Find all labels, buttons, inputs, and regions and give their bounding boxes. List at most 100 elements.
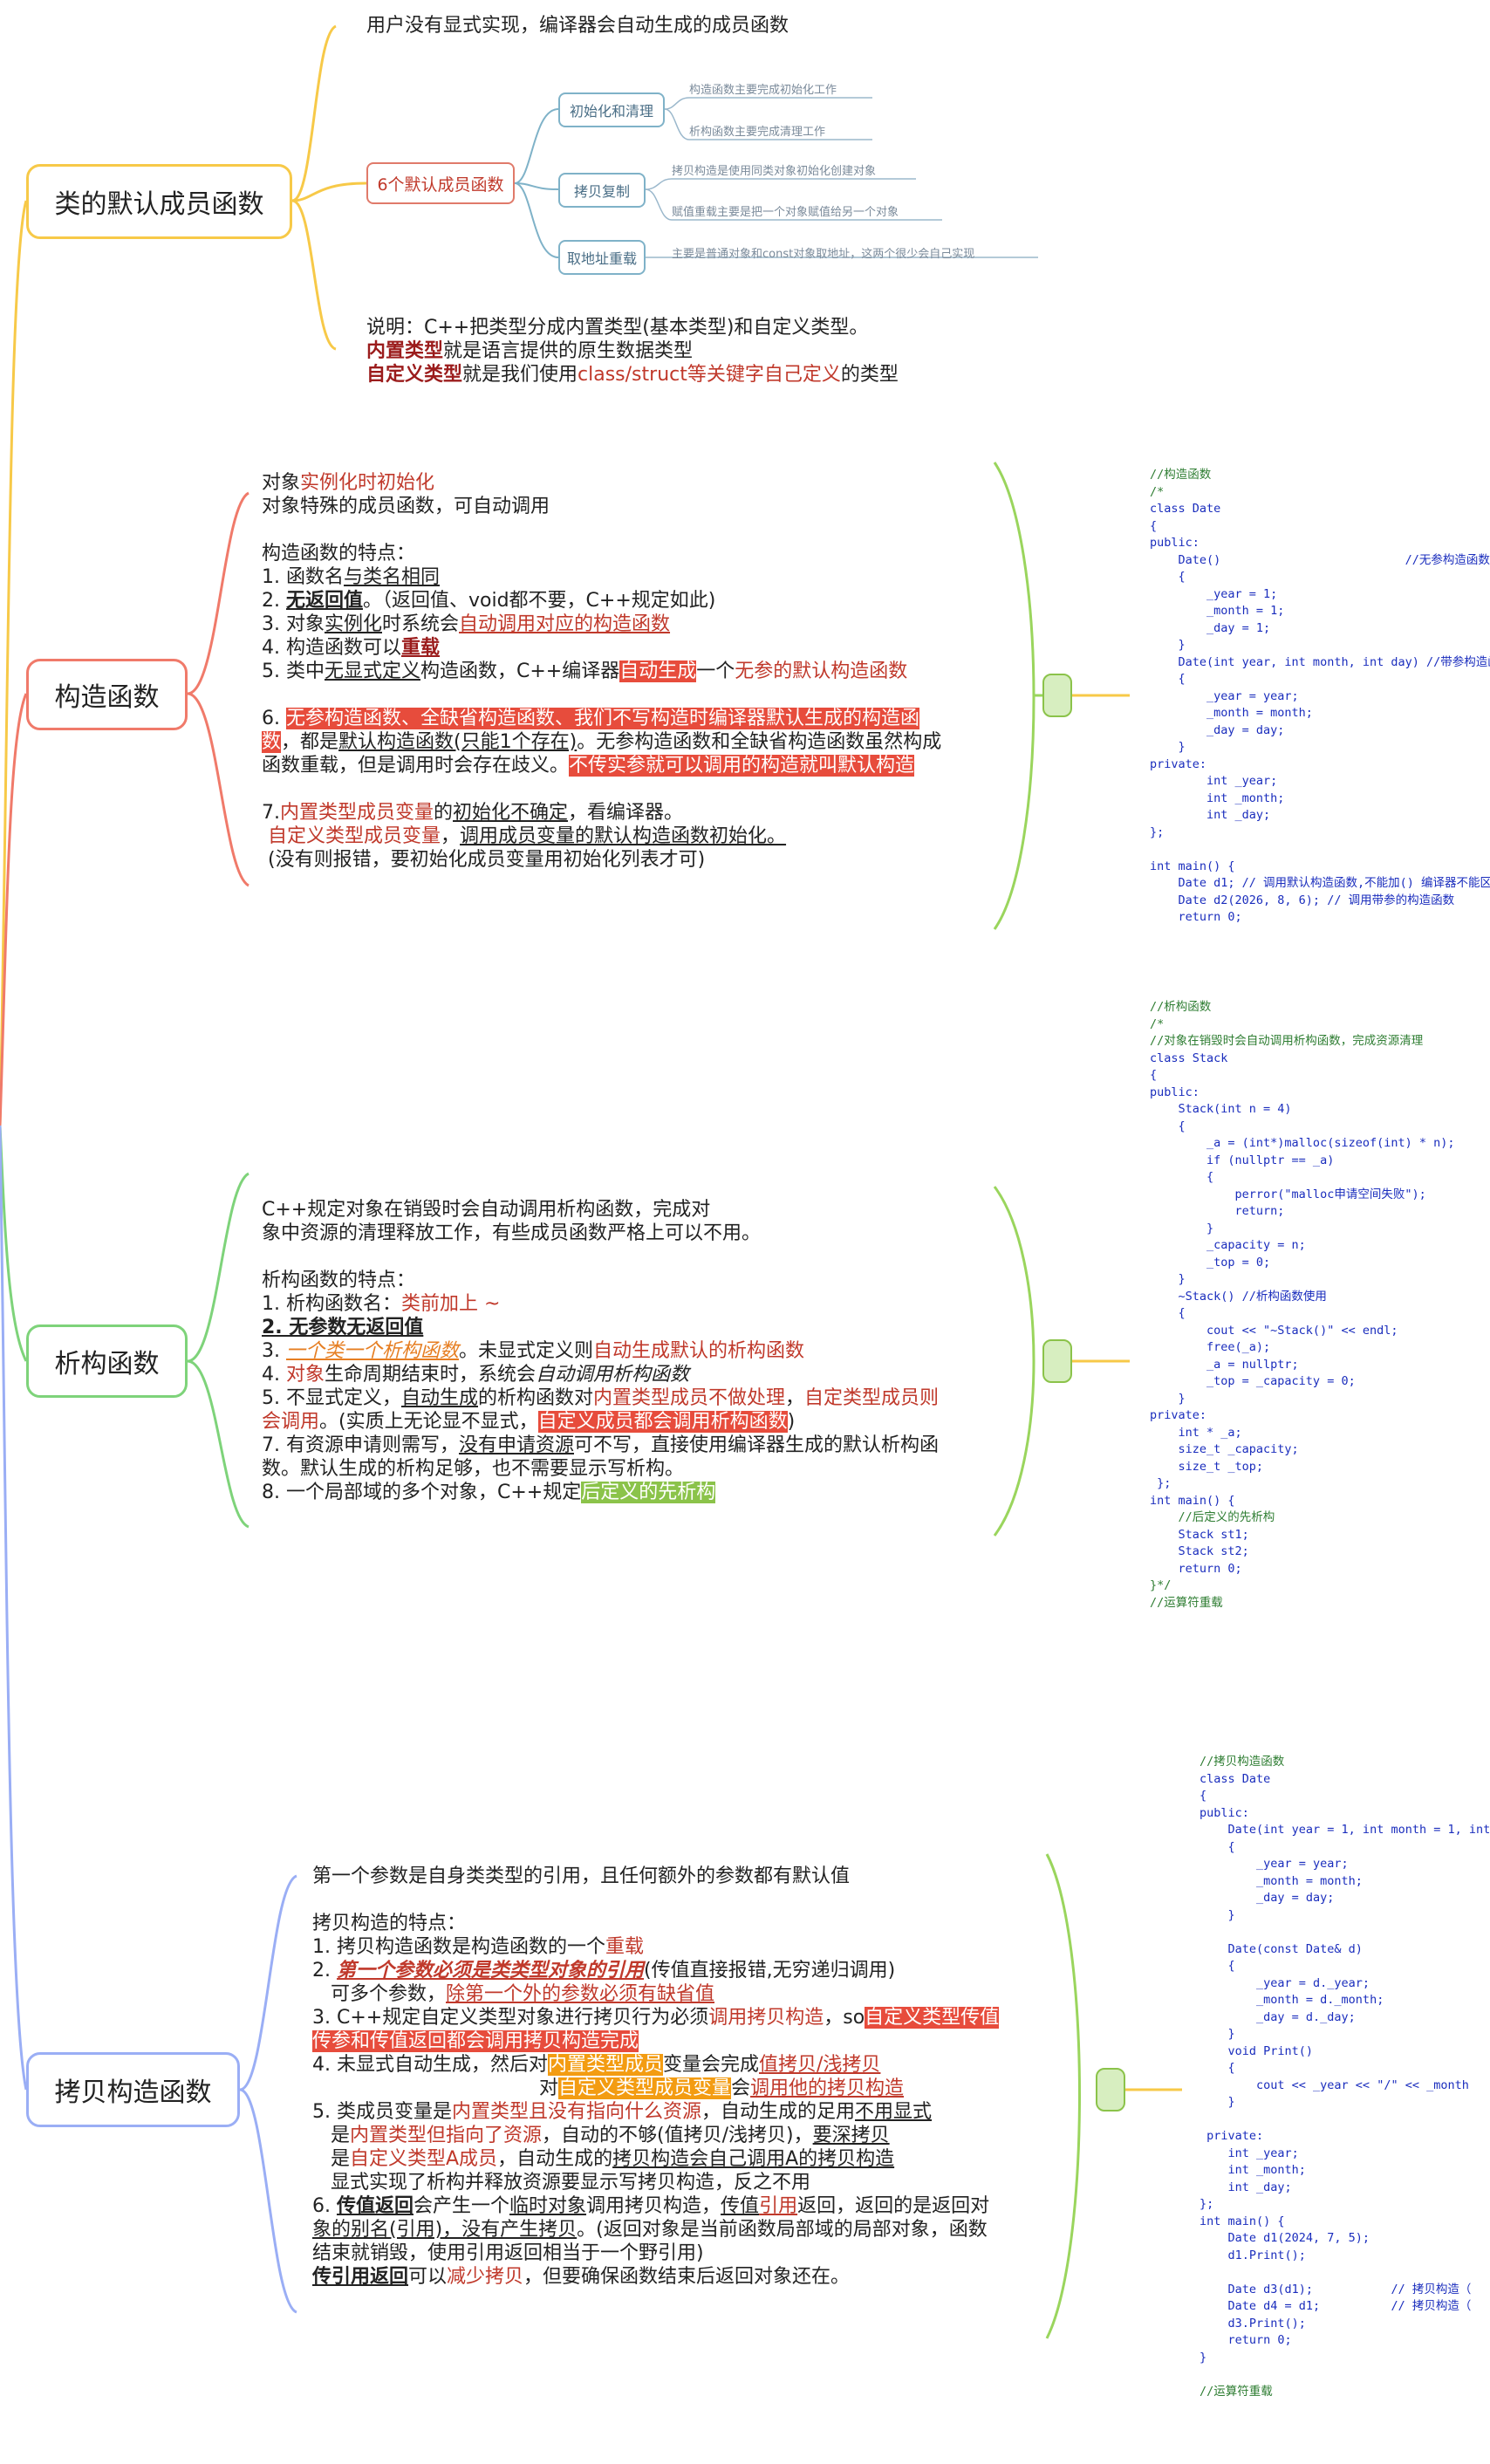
code-line: int _day;: [1200, 2180, 1292, 2194]
code-line: _month = d._month;: [1200, 1993, 1384, 2007]
code-line: {: [1150, 1068, 1158, 1082]
code-toggle-constructor[interactable]: [1042, 674, 1072, 717]
code-line: Date(int year, int month, int day) //带参构…: [1150, 654, 1490, 669]
code-line: _month = month;: [1200, 1873, 1363, 1888]
code-line: Date d4 = d1; // 拷贝构造（: [1200, 2299, 1472, 2313]
code-line: cout << _year << "/" << _month: [1200, 2077, 1469, 2092]
code-line: return 0;: [1150, 1561, 1242, 1576]
code-line: size_t _capacity;: [1150, 1442, 1299, 1456]
node-address-overload[interactable]: 取地址重载: [558, 240, 646, 275]
code-line: _a = nullptr;: [1150, 1357, 1299, 1372]
code-line: Date d1; // 调用默认构造函数,不能加() 编译器不能区分: [1150, 876, 1490, 890]
constructor-code-block: //构造函数/*class Date{public: Date() //无参构造…: [1150, 467, 1490, 929]
code-line: [1200, 1924, 1490, 1941]
topic-copy-constructor[interactable]: 拷贝构造函数: [26, 2052, 240, 2127]
code-line: //运算符重载: [1150, 1595, 1223, 1610]
code-line: int main() {: [1200, 2214, 1285, 2228]
leaf-assignment-overload: 赋值重载主要是把一个对象赋值给另一个对象: [672, 206, 899, 219]
code-line: class Stack: [1150, 1051, 1228, 1065]
code-line: private:: [1150, 756, 1207, 771]
code-line: _day = d._day;: [1200, 2009, 1356, 2024]
topic-default-member-functions[interactable]: 类的默认成员函数: [26, 164, 292, 239]
code-line: _top = 0;: [1150, 1255, 1271, 1270]
code-line: Stack st2;: [1150, 1544, 1249, 1558]
code-line: int _year;: [1150, 774, 1278, 788]
code-line: {: [1150, 570, 1186, 584]
code-line: private:: [1200, 2129, 1264, 2143]
code-line: {: [1150, 1119, 1186, 1133]
note-line1: 说明：C++把类型分成内置类型(基本类型)和自定义类型。: [366, 317, 869, 339]
code-line: {: [1200, 1839, 1235, 1854]
code-line: int _year;: [1200, 2146, 1299, 2160]
code-line: return 0;: [1150, 910, 1242, 924]
code-toggle-destructor[interactable]: [1042, 1339, 1072, 1383]
code-line: _day = day;: [1200, 1891, 1335, 1905]
code-line: void Print(): [1200, 2043, 1314, 2058]
topic-constructor[interactable]: 构造函数: [26, 659, 188, 730]
code-line: _day = day;: [1150, 722, 1285, 737]
code-line: if (nullptr == _a): [1150, 1153, 1335, 1167]
leaf-constructor-init: 构造函数主要完成初始化工作: [689, 84, 837, 97]
code-line: public:: [1150, 1085, 1200, 1099]
node-init-cleanup[interactable]: 初始化和清理: [558, 92, 665, 127]
code-line: Stack(int n = 4): [1150, 1102, 1292, 1116]
code-line: d3.Print();: [1200, 2316, 1306, 2331]
code-line: Date(const Date& d): [1200, 1941, 1363, 1956]
topic-destructor[interactable]: 析构函数: [26, 1324, 188, 1398]
code-line: _year = year;: [1200, 1857, 1349, 1871]
code-line: }: [1200, 2350, 1207, 2365]
code-line: Date(int year = 1, int month = 1, int: [1200, 1823, 1490, 1837]
code-line: int _month;: [1200, 2163, 1306, 2177]
code-line: _year = 1;: [1150, 586, 1278, 601]
constructor-notes: 对象实例化时初始化 对象特殊的成员函数，可自动调用 构造函数的特点： 1. 函数…: [262, 472, 942, 871]
code-line: public:: [1200, 1805, 1249, 1820]
section1-note: 说明：C++把类型分成内置类型(基本类型)和自定义类型。 内置类型就是语言提供的…: [366, 317, 899, 386]
code-line: {: [1150, 518, 1158, 533]
node-copy[interactable]: 拷贝复制: [558, 173, 646, 208]
code-line: Stack st1;: [1150, 1527, 1249, 1542]
code-line: perror("malloc申请空间失败");: [1150, 1187, 1426, 1201]
code-line: _top = _capacity = 0;: [1150, 1374, 1356, 1388]
code-line: }*/: [1150, 1578, 1172, 1592]
code-line: _a = (int*)malloc(sizeof(int) * n);: [1150, 1136, 1455, 1150]
code-line: Date d2(2026, 8, 6); // 调用带参的构造函数: [1150, 893, 1455, 907]
code-line: Date d1(2024, 7, 5);: [1200, 2231, 1370, 2245]
code-line: }: [1150, 1391, 1186, 1406]
code-line: }: [1200, 2095, 1235, 2109]
code-line: class Date: [1150, 502, 1221, 516]
code-line: //运算符重载: [1200, 2384, 1273, 2399]
code-line: [1200, 2366, 1490, 2384]
code-line: _capacity = n;: [1150, 1238, 1306, 1252]
node-six-default-functions[interactable]: 6个默认成员函数: [366, 162, 515, 204]
code-line: }: [1150, 740, 1186, 754]
destructor-notes: C++规定对象在销毁时会自动调用析构函数，完成对 象中资源的清理释放工作，有些成…: [262, 1199, 940, 1503]
code-line: }: [1150, 638, 1186, 652]
code-line: //构造函数: [1150, 468, 1212, 482]
code-line: }: [1150, 1272, 1186, 1286]
code-line: };: [1200, 2197, 1214, 2211]
code-line: }: [1200, 2027, 1235, 2041]
code-line: int main() {: [1150, 859, 1235, 873]
code-line: _year = d._year;: [1200, 1975, 1370, 1990]
code-line: ~Stack() //析构函数使用: [1150, 1289, 1327, 1304]
code-line: int * _a;: [1150, 1425, 1242, 1440]
code-line: //后定义的先析构: [1150, 1510, 1275, 1524]
code-line: size_t _top;: [1150, 1459, 1264, 1474]
code-line: _month = month;: [1150, 706, 1313, 720]
code-line: _month = 1;: [1150, 604, 1285, 618]
code-line: {: [1200, 2061, 1235, 2075]
code-line: return 0;: [1200, 2333, 1292, 2347]
code-line: [1200, 2112, 1490, 2129]
code-line: }: [1150, 1221, 1214, 1235]
code-line: //拷贝构造函数: [1200, 1755, 1285, 1769]
code-line: {: [1150, 1170, 1214, 1184]
code-line: Date d3(d1); // 拷贝构造（: [1200, 2282, 1472, 2296]
code-line: int _month;: [1150, 791, 1285, 805]
leaf-address-operator: 主要是普通对象和const对象取地址，这两个很少会自己实现: [672, 248, 975, 261]
code-toggle-copy-constructor[interactable]: [1096, 2068, 1125, 2112]
code-line: int _day;: [1150, 808, 1271, 822]
code-line: int main() {: [1150, 1493, 1235, 1508]
